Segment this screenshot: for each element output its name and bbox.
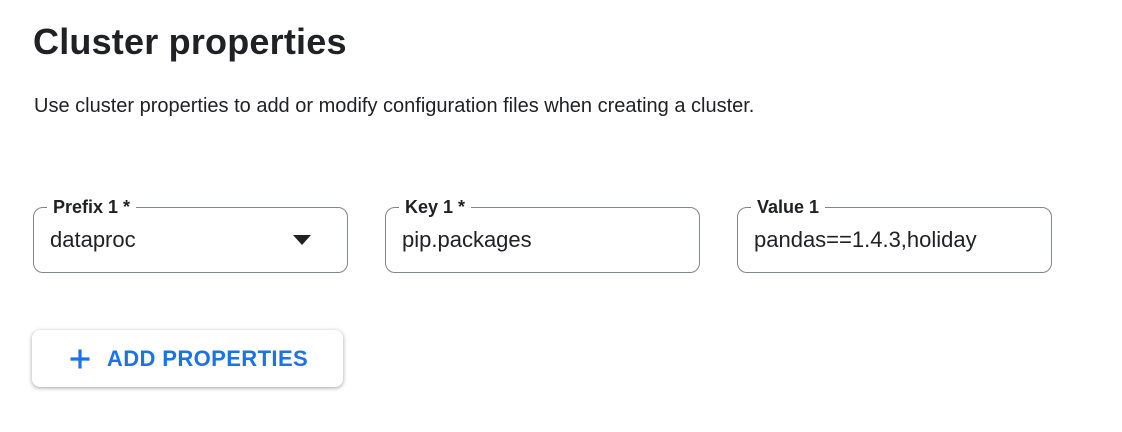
value-input[interactable] (738, 208, 1051, 272)
page-description: Use cluster properties to add or modify … (34, 95, 755, 117)
prefix-dropdown[interactable]: Prefix 1 * dataproc (33, 195, 348, 273)
add-properties-button[interactable]: ADD PROPERTIES (32, 330, 343, 387)
key-input[interactable] (386, 208, 699, 272)
prefix-label: Prefix 1 * (47, 195, 137, 219)
key-field: Key 1 * (385, 195, 700, 273)
add-properties-label: ADD PROPERTIES (106, 345, 309, 371)
prefix-selected-value: dataproc (50, 227, 136, 252)
value-field: Value 1 (737, 195, 1052, 273)
page-title: Cluster properties (33, 21, 347, 62)
arrow-drop-down-icon[interactable] (293, 235, 311, 245)
plus-icon (70, 349, 90, 368)
